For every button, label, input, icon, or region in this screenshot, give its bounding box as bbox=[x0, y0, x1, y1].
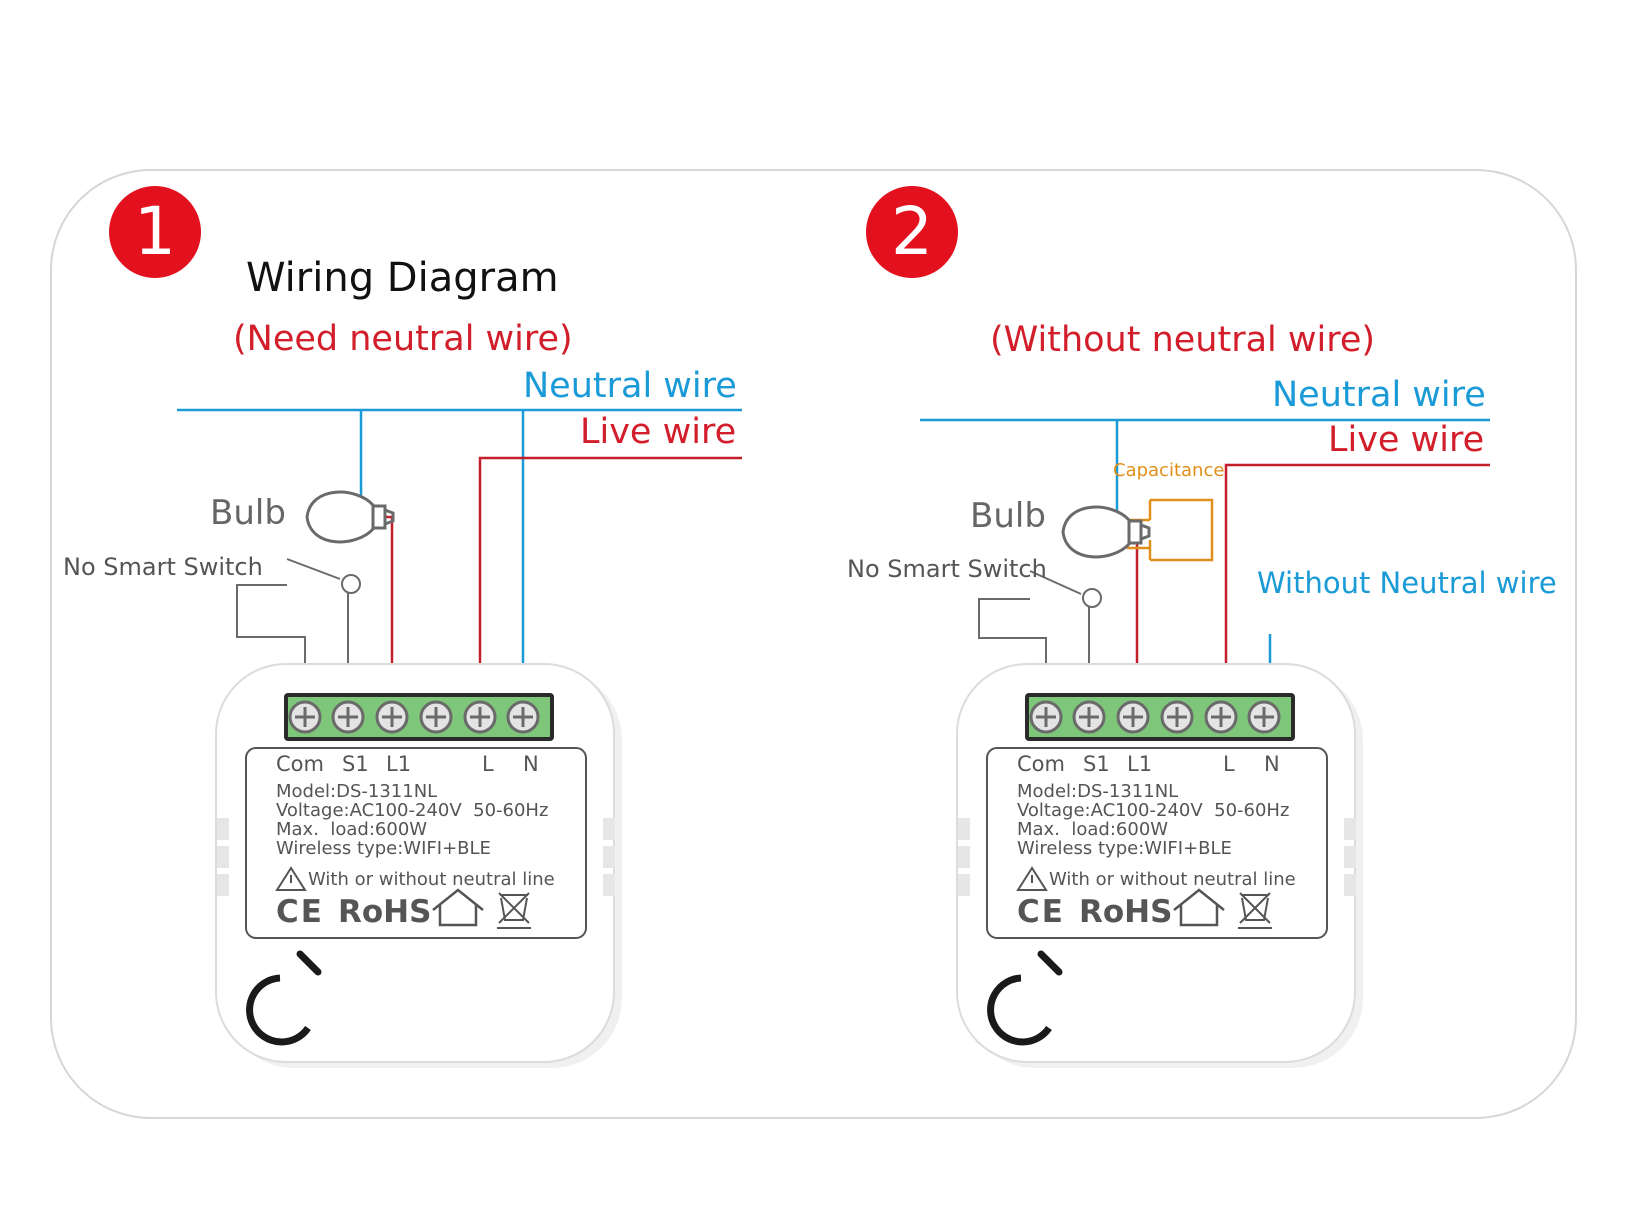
bulb-tip-1 bbox=[384, 508, 395, 526]
live-wire-line-1 bbox=[478, 456, 742, 717]
warning-icon-1 bbox=[275, 866, 307, 891]
warning-text-1: With or without neutral line bbox=[308, 869, 555, 890]
side-ridge-right-2-2 bbox=[1344, 874, 1356, 896]
panel-2-drawing bbox=[920, 418, 1490, 1068]
side-ridge-left-1-0 bbox=[217, 818, 229, 840]
terminal-label-com-1: Com bbox=[276, 752, 324, 776]
live-wire-line-2 bbox=[1224, 463, 1490, 717]
side-ridge-right-1-1 bbox=[603, 846, 615, 868]
warning-text-2: With or without neutral line bbox=[1049, 869, 1296, 890]
side-ridge-left-2-0 bbox=[958, 818, 970, 840]
switch-lever-2 bbox=[1029, 570, 1082, 595]
terminal-label-l1-1: L1 bbox=[386, 752, 412, 776]
weee-bin-icon-1 bbox=[497, 892, 531, 929]
side-ridge-left-2-2 bbox=[958, 874, 970, 896]
load-text-1: Max. load:600W bbox=[276, 819, 428, 840]
neutral-wire-label-1: Neutral wire bbox=[523, 366, 737, 406]
side-ridge-right-2-1 bbox=[1344, 846, 1356, 868]
terminal-label-com-2: Com bbox=[1017, 752, 1065, 776]
neutral-wire-label-2: Neutral wire bbox=[1272, 375, 1486, 415]
switch-label-2: No Smart Switch bbox=[847, 555, 1047, 583]
pull-hook-tab-1 bbox=[296, 950, 322, 976]
condition-label-1: (Need neutral wire) bbox=[233, 319, 573, 359]
label-plate-1 bbox=[245, 747, 587, 939]
pull-hook-tab-2 bbox=[1037, 950, 1063, 976]
step-number-1: 1 bbox=[134, 193, 176, 270]
ce-mark-1: CE bbox=[276, 894, 324, 930]
step-number-2: 2 bbox=[891, 193, 933, 270]
panel-1-drawing bbox=[177, 408, 742, 1068]
bulb-label-1: Bulb bbox=[210, 493, 286, 533]
step-badge-1: 1 bbox=[109, 186, 201, 278]
page-title: Wiring Diagram bbox=[246, 255, 559, 301]
bulb-tip-2 bbox=[1140, 523, 1151, 541]
load-text-2: Max. load:600W bbox=[1017, 819, 1169, 840]
wireless-text-1: Wireless type:WIFI+BLE bbox=[276, 838, 491, 859]
terminal-label-n-1: N bbox=[523, 752, 539, 776]
without-neutral-wire-label: Without Neutral wire bbox=[1257, 566, 1557, 600]
model-text-2: Model:DS-1311NL bbox=[1017, 781, 1179, 802]
voltage-text-1: Voltage:AC100-240V 50-60Hz bbox=[276, 800, 549, 821]
label-plate-2 bbox=[986, 747, 1328, 939]
rohs-mark-1: RoHS bbox=[338, 894, 432, 930]
wireless-text-2: Wireless type:WIFI+BLE bbox=[1017, 838, 1232, 859]
weee-bin-icon-2 bbox=[1238, 892, 1272, 929]
side-ridge-left-1-1 bbox=[217, 846, 229, 868]
ce-mark-2: CE bbox=[1017, 894, 1065, 930]
condition-label-2: (Without neutral wire) bbox=[990, 320, 1376, 360]
rohs-mark-2: RoHS bbox=[1079, 894, 1173, 930]
step-badge-2: 2 bbox=[866, 186, 958, 278]
terminal-label-l-1: L bbox=[482, 752, 494, 776]
switch-pivot-1 bbox=[341, 574, 361, 594]
switch-lever-1 bbox=[286, 558, 341, 580]
side-ridge-left-1-2 bbox=[217, 874, 229, 896]
pull-hook-icon-2 bbox=[987, 974, 1052, 1046]
model-text-1: Model:DS-1311NL bbox=[276, 781, 438, 802]
switch-label-1: No Smart Switch bbox=[63, 553, 263, 581]
terminal-label-l1-2: L1 bbox=[1127, 752, 1153, 776]
side-ridge-right-1-2 bbox=[603, 874, 615, 896]
terminal-label-s1-1: S1 bbox=[342, 752, 369, 776]
live-wire-label-2: Live wire bbox=[1328, 420, 1485, 460]
side-ridge-right-2-0 bbox=[1344, 818, 1356, 840]
pull-hook-icon-1 bbox=[246, 974, 311, 1046]
live-wire-label-1: Live wire bbox=[580, 412, 737, 452]
bulb-icon-1 bbox=[305, 490, 375, 544]
side-ridge-right-1-0 bbox=[603, 818, 615, 840]
switch-pivot-2 bbox=[1082, 588, 1102, 608]
house-icon-2 bbox=[1173, 888, 1225, 927]
capacitance-label: Capacitance bbox=[1113, 460, 1225, 481]
side-ridge-left-2-1 bbox=[958, 846, 970, 868]
capacitance-box-2 bbox=[1150, 498, 1214, 562]
voltage-text-2: Voltage:AC100-240V 50-60Hz bbox=[1017, 800, 1290, 821]
bulb-base-1 bbox=[371, 504, 387, 530]
bulb-icon-2 bbox=[1061, 505, 1131, 559]
bulb-base-2 bbox=[1127, 519, 1143, 545]
bulb-label-2: Bulb bbox=[970, 496, 1046, 536]
warning-icon-2 bbox=[1016, 866, 1048, 891]
terminal-label-n-2: N bbox=[1264, 752, 1280, 776]
terminal-label-l-2: L bbox=[1223, 752, 1235, 776]
terminal-label-s1-2: S1 bbox=[1083, 752, 1110, 776]
house-icon-1 bbox=[432, 888, 484, 927]
